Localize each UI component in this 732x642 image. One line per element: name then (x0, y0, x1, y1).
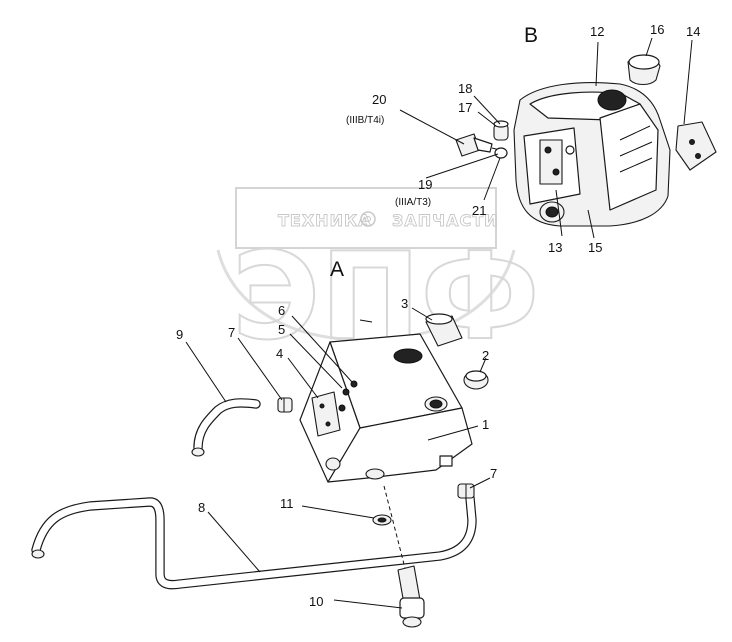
cap-16 (627, 54, 661, 86)
cap-3 (425, 313, 463, 347)
callout-10: 10 (309, 594, 323, 609)
callout-labels: 1 2 3 4 5 6 7 7 8 9 10 11 12 13 14 15 16… (176, 22, 700, 609)
clamp-7-left (277, 397, 293, 413)
callout-11: 11 (280, 496, 294, 511)
callout-4: 4 (276, 346, 283, 361)
tank-assembly-a (299, 313, 489, 483)
leader-lines (185, 37, 693, 609)
tank-a-side-fitting (325, 457, 341, 471)
callout-7-right: 7 (490, 466, 497, 481)
view-label-b: B (524, 24, 538, 47)
tank-a-bottom-outlet (365, 468, 385, 480)
watermark-brand-left: ТЕХНИКА (278, 211, 371, 230)
note-19-standard: (IIIA/T3) (395, 197, 431, 208)
washer-11 (372, 514, 392, 526)
callout-21: 21 (472, 203, 486, 218)
tank-a-bolt (439, 455, 453, 467)
callout-6: 6 (278, 303, 285, 318)
callout-7-left: 7 (228, 325, 235, 340)
gear-icon (360, 211, 376, 227)
cap-17-18 (493, 120, 509, 141)
callout-18: 18 (458, 81, 472, 96)
callout-17: 17 (458, 100, 472, 115)
callout-12: 12 (590, 24, 604, 39)
tank-a-filler-neck (393, 348, 423, 364)
callout-9: 9 (176, 327, 183, 342)
tank-b-filler-neck (597, 89, 627, 111)
hose-8 (31, 493, 477, 590)
callout-16: 16 (650, 22, 664, 37)
bolts-5-6 (338, 380, 358, 412)
callout-3: 3 (401, 296, 408, 311)
bracket-14 (675, 121, 717, 171)
bracket-4 (311, 391, 341, 437)
callout-20: 20 (372, 92, 386, 107)
tank-b-outlet (539, 201, 565, 223)
callout-8: 8 (198, 500, 205, 515)
seal-ring-21 (494, 147, 508, 159)
hose-9 (191, 398, 261, 457)
tank-b-ribs (619, 125, 653, 173)
clamp-7-right (457, 483, 475, 499)
callout-14: 14 (686, 24, 700, 39)
callout-13: 13 (548, 240, 562, 255)
callout-15: 15 (588, 240, 602, 255)
sensor-block (539, 139, 563, 185)
callout-19: 19 (418, 177, 432, 192)
view-a-marker (359, 319, 373, 323)
tank-b-side-face (599, 103, 659, 211)
tank-assembly-b (455, 54, 717, 227)
callout-5: 5 (278, 322, 285, 337)
callout-1: 1 (482, 417, 489, 432)
note-20-standard: (IIIB/T4i) (346, 115, 384, 126)
cap-2 (463, 370, 489, 390)
callout-2: 2 (482, 348, 489, 363)
tank-a-front-face (327, 407, 473, 483)
watermark-brand-right: ЗАПЧАСТИ (392, 211, 499, 230)
view-label-a: A (330, 258, 344, 281)
sensor-20 (455, 133, 501, 157)
watermark-banner (235, 187, 497, 249)
